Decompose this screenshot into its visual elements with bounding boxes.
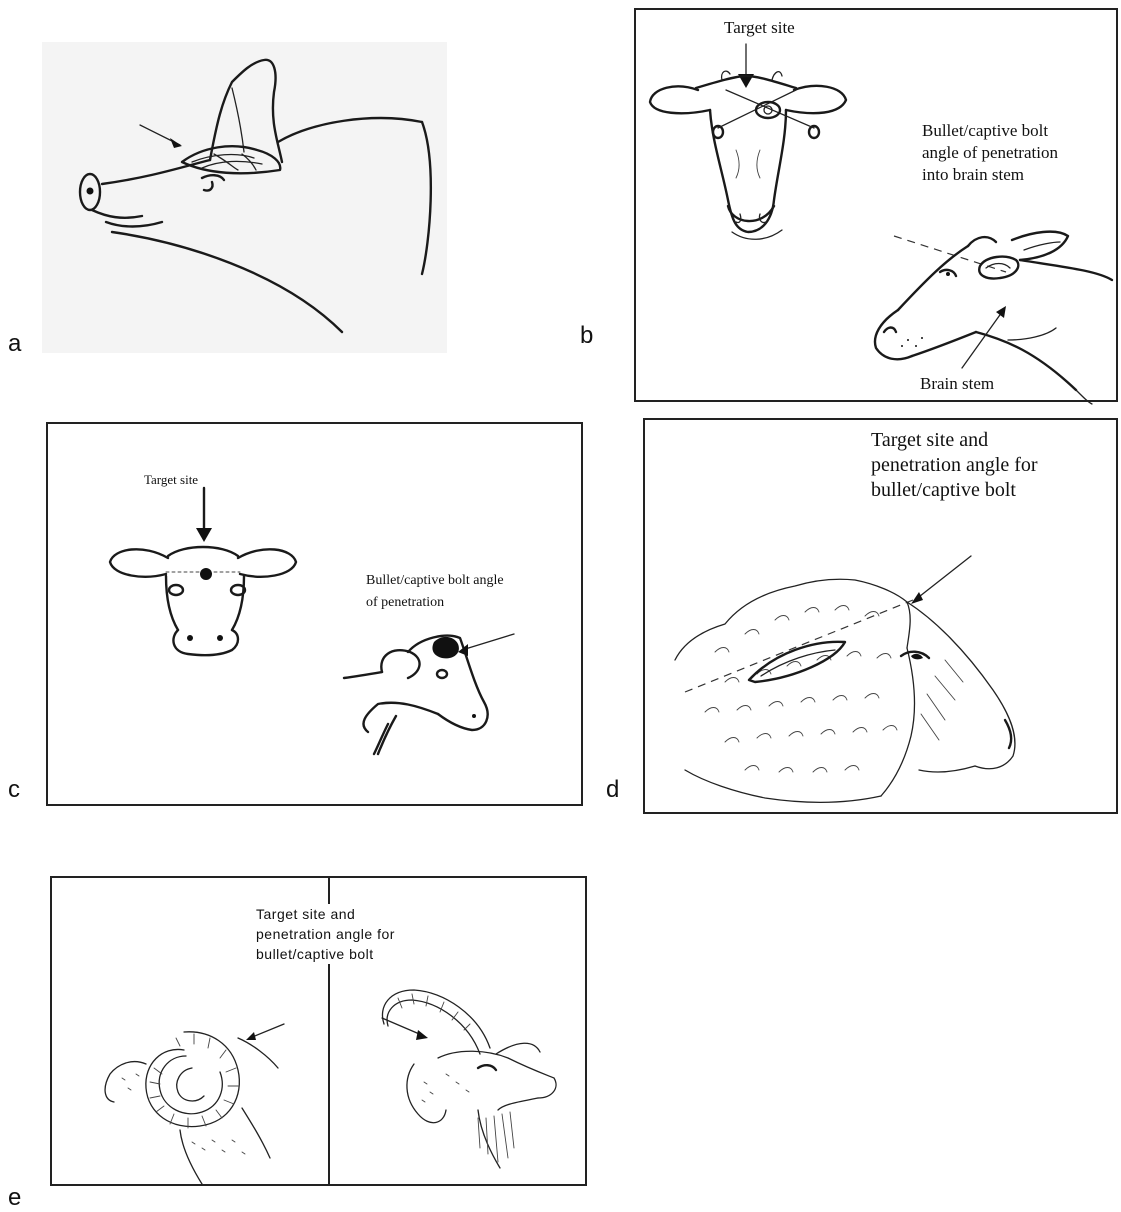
panel-d-letter: d [606,776,619,804]
panel-e-letter: e [8,1184,21,1212]
sheep-head-drawing [645,420,1120,816]
panel-c-letter: c [8,776,20,804]
panel-b: Target site Bullet/captive bolt angle of… [634,8,1118,402]
panel-e: Target site and penetration angle for bu… [50,876,587,1186]
pig-head-drawing [42,42,447,353]
panel-c: Target site Bullet/captive bolt angle of… [46,422,583,806]
goat-head-drawing [328,878,589,1184]
ram-head-drawing [52,878,328,1184]
panel-a [42,42,447,353]
panel-a-letter: a [8,330,21,358]
cow-side-view-drawing [636,10,1120,404]
panel-d: Target site and penetration angle for bu… [643,418,1118,814]
calf-drawings [48,424,585,808]
panel-b-letter: b [580,322,593,350]
